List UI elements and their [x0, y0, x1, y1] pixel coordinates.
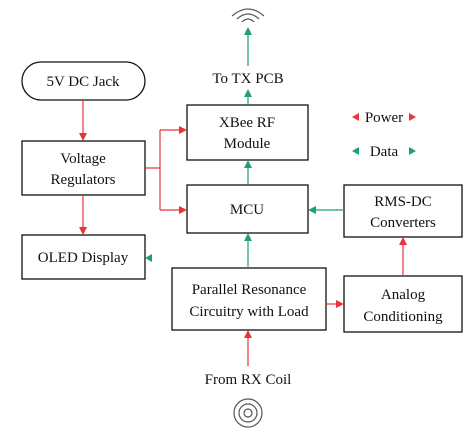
legend-data-arrow-icon: [352, 147, 416, 155]
rms-dc-converters-label-line2: Converters: [370, 215, 436, 231]
mcu-label: MCU: [230, 202, 264, 218]
xbee-module-block: [186, 104, 309, 161]
data-connection-to-oled: [145, 254, 152, 262]
analog-conditioning-label-line2: Conditioning: [363, 309, 443, 325]
data-connection-tx-to-antenna: [244, 27, 252, 66]
to-tx-pcb-label: To TX PCB: [212, 71, 283, 87]
data-connection-mcu-to-xbee: [244, 160, 252, 185]
antenna-icon: [231, 8, 265, 23]
legend: Power Data: [352, 110, 416, 160]
xbee-module-label-line2: Module: [224, 136, 271, 152]
xbee-module-label-line1: XBee RF: [219, 115, 275, 131]
oled-display-label: OLED Display: [38, 250, 129, 266]
power-connection-resonance-to-analog: [326, 300, 344, 308]
analog-conditioning-label-line1: Analog: [381, 287, 426, 303]
rx-coil-icon: [233, 398, 263, 428]
rms-dc-converters-label-line1: RMS-DC: [374, 194, 432, 210]
parallel-resonance-label-line1: Parallel Resonance: [192, 282, 307, 298]
legend-power-label: Power: [365, 110, 403, 126]
voltage-regulators-block: [21, 140, 146, 196]
parallel-resonance-label-line2: Circuitry with Load: [189, 304, 309, 320]
data-connection-rms-to-mcu: [308, 206, 344, 214]
dc-jack-label: 5V DC Jack: [46, 74, 120, 90]
legend-power-arrow-icon: [352, 113, 416, 121]
power-connection-rx-coil-to-resonance: [244, 330, 252, 366]
power-connection-jack-to-regulators: [79, 100, 87, 141]
data-connection-resonance-to-mcu: [244, 233, 252, 268]
from-rx-coil-label: From RX Coil: [205, 372, 292, 388]
voltage-regulators-label-line2: Regulators: [51, 172, 116, 188]
parallel-resonance-block: [171, 267, 327, 331]
voltage-regulators-label-line1: Voltage: [60, 151, 106, 167]
power-connection-analog-to-rms: [399, 237, 407, 276]
mcu-block: [186, 184, 309, 234]
data-connection-xbee-to-tx: [244, 89, 252, 105]
power-connection-regulators-bus: [145, 126, 187, 214]
power-connection-regulators-to-oled: [79, 195, 87, 235]
oled-display-block: [21, 234, 146, 280]
legend-data-label: Data: [370, 144, 399, 160]
analog-conditioning-block: [343, 275, 463, 333]
